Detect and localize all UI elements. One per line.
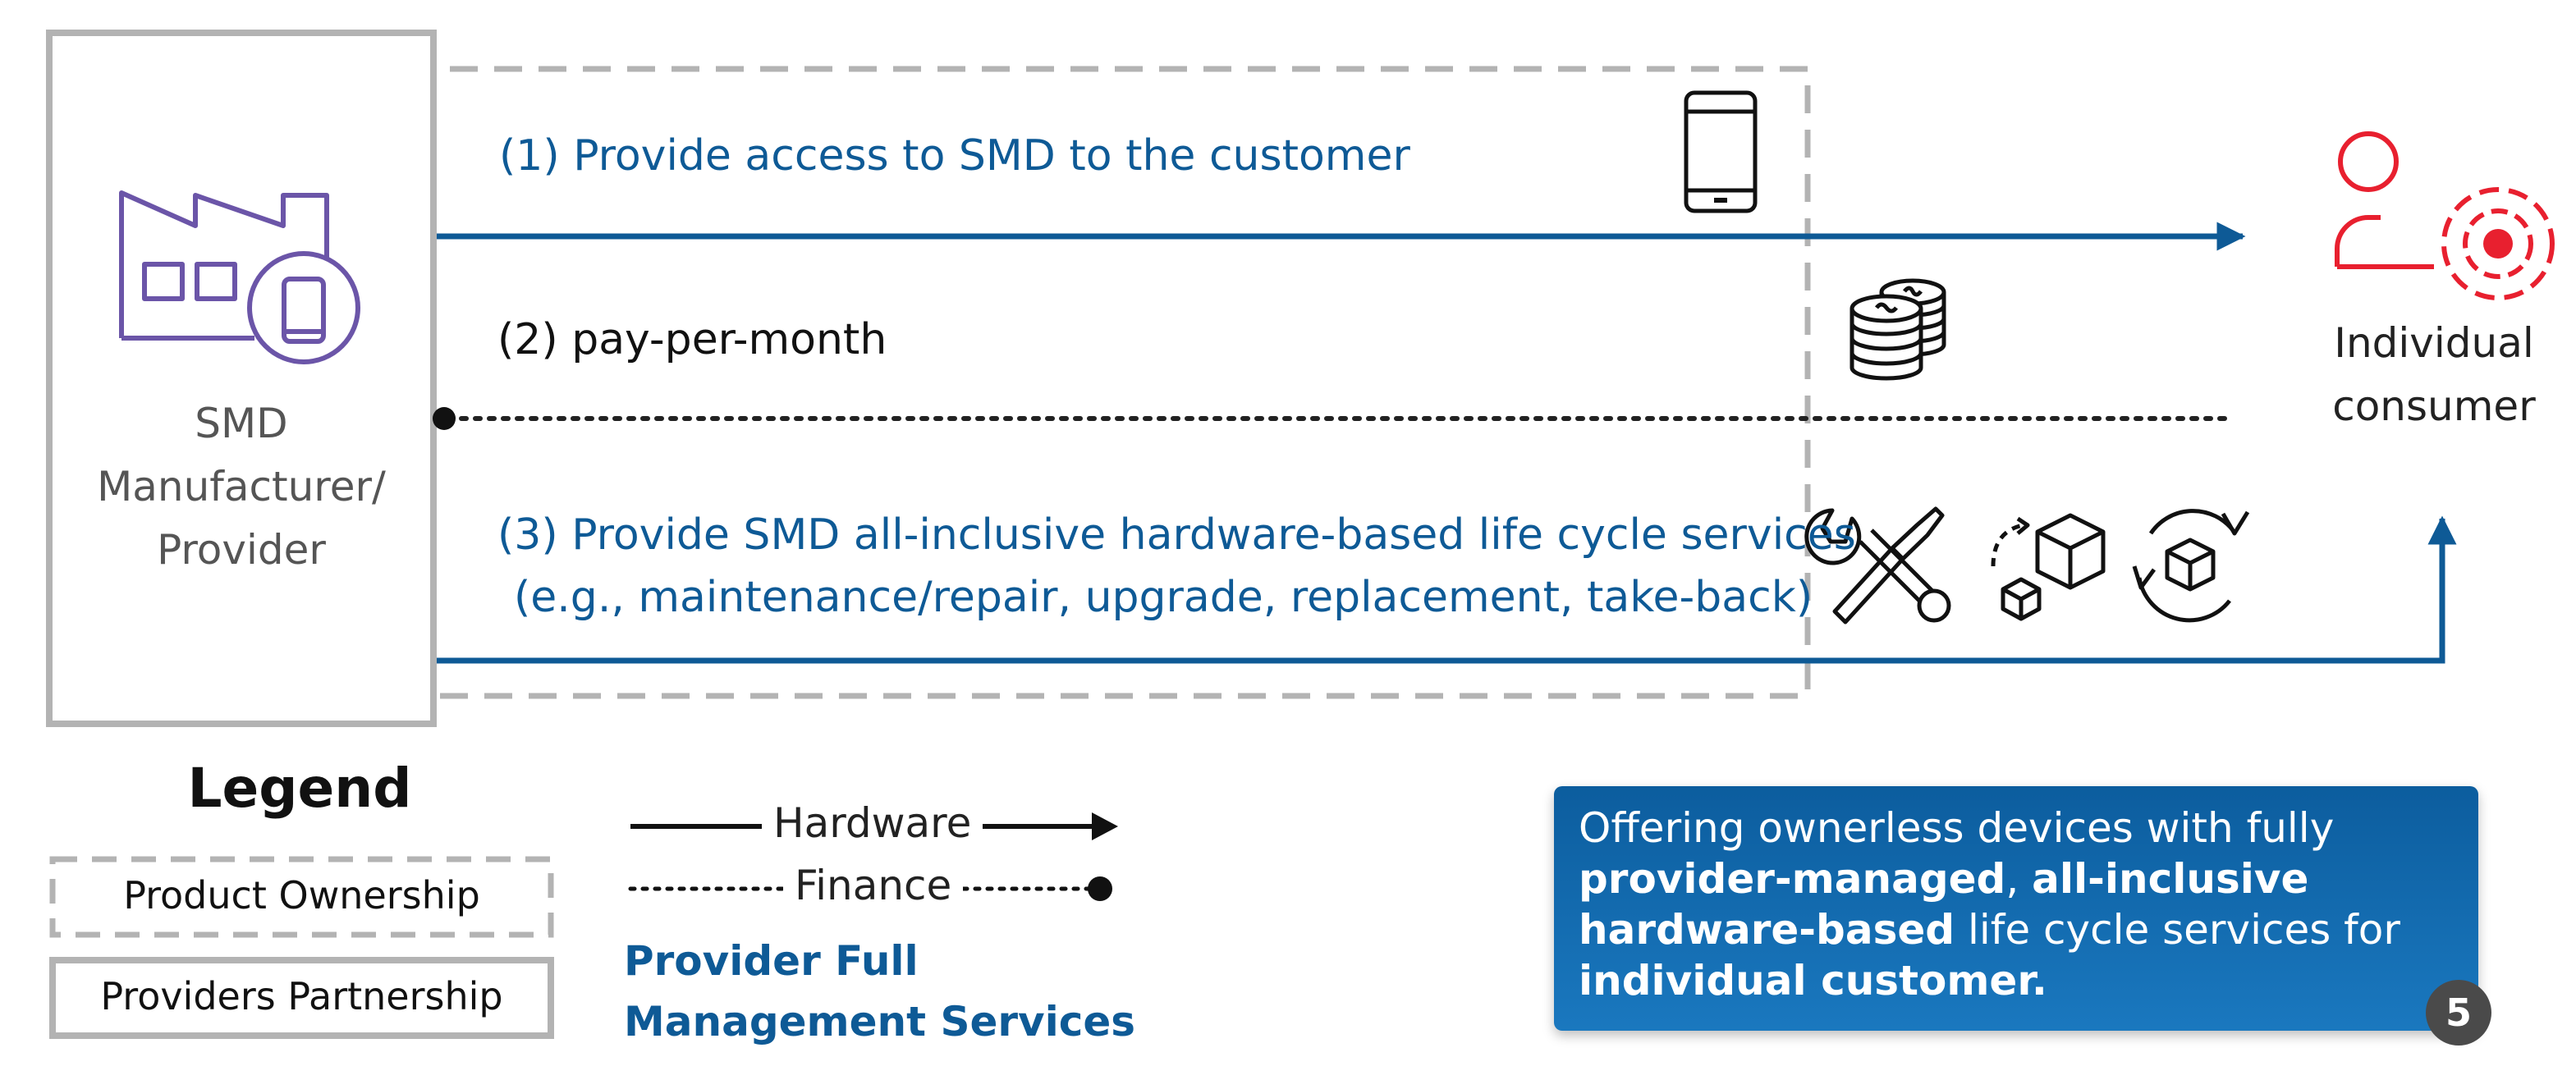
legend-product-ownership-label: Product Ownership	[123, 873, 480, 917]
callout-text-1: Offering ownerless devices with fully	[1579, 804, 2335, 852]
legend-finance-endpoint	[1088, 876, 1112, 901]
services-flow-label-line2: (e.g., maintenance/repair, upgrade, repl…	[514, 573, 1813, 622]
callout-line3: hardware-based life cycle services for	[1579, 904, 2454, 955]
legend-providers-partnership-swatch	[49, 957, 554, 1039]
replacement-cycle-icon	[2132, 509, 2250, 623]
callout-text-3: life cycle services for	[1967, 906, 2400, 954]
callout-bold-hardware-based: hardware-based	[1579, 906, 1955, 954]
model-name: Provider Full Management Services	[624, 931, 1135, 1052]
callout-text-comma: ,	[2005, 855, 2019, 903]
payment-flow-label: (2) pay-per-month	[497, 315, 887, 364]
legend-hardware-label: Hardware	[762, 799, 983, 847]
smartphone-icon	[1684, 90, 1758, 213]
callout-line4: individual customer.	[1579, 955, 2454, 1006]
legend-product-ownership-swatch	[49, 856, 554, 938]
legend-finance-label: Finance	[783, 862, 964, 909]
provider-label-line1: SMD	[195, 400, 288, 447]
provider-label-line2: Manufacturer/	[97, 463, 386, 510]
payment-flow-endpoint	[433, 407, 456, 430]
callout-line2: provider-managed, all-inclusive	[1579, 853, 2454, 904]
legend-title: Legend	[187, 757, 412, 820]
callout-line1: Offering ownerless devices with fully	[1579, 803, 2454, 853]
provider-label: SMD Manufacturer/ Provider	[49, 392, 433, 582]
coins-icon	[1849, 278, 1946, 381]
consumer-label-line1: Individual	[2334, 319, 2534, 367]
wrench-screwdriver-icon	[1804, 506, 1951, 625]
consumer-label: Individual consumer	[2290, 312, 2576, 438]
services-flow-arrow	[437, 515, 2457, 664]
upgrade-boxes-icon	[1991, 513, 2106, 621]
summary-callout: Offering ownerless devices with fully pr…	[1554, 786, 2478, 1031]
consumer-label-line2: consumer	[2332, 382, 2536, 430]
slide-number-badge: 5	[2426, 980, 2491, 1046]
factory-with-smartphone-icon	[119, 190, 360, 364]
model-name-line1: Provider Full	[624, 937, 919, 985]
callout-bold-all-inclusive: all-inclusive	[2032, 855, 2309, 903]
user-with-target-icon	[2335, 131, 2555, 300]
callout-bold-provider-managed: provider-managed	[1579, 855, 2006, 903]
access-flow-label: (1) Provide access to SMD to the custome…	[499, 131, 1410, 181]
provider-box	[46, 30, 437, 727]
model-name-line2: Management Services	[624, 998, 1136, 1046]
callout-bold-individual-customer: individual customer.	[1579, 957, 2047, 1004]
legend-providers-partnership-label: Providers Partnership	[100, 974, 503, 1018]
provider-label-line3: Provider	[157, 526, 326, 574]
services-flow-label-line1: (3) Provide SMD all-inclusive hardware-b…	[497, 510, 1856, 560]
legend-hardware-arrowhead	[1092, 812, 1118, 840]
